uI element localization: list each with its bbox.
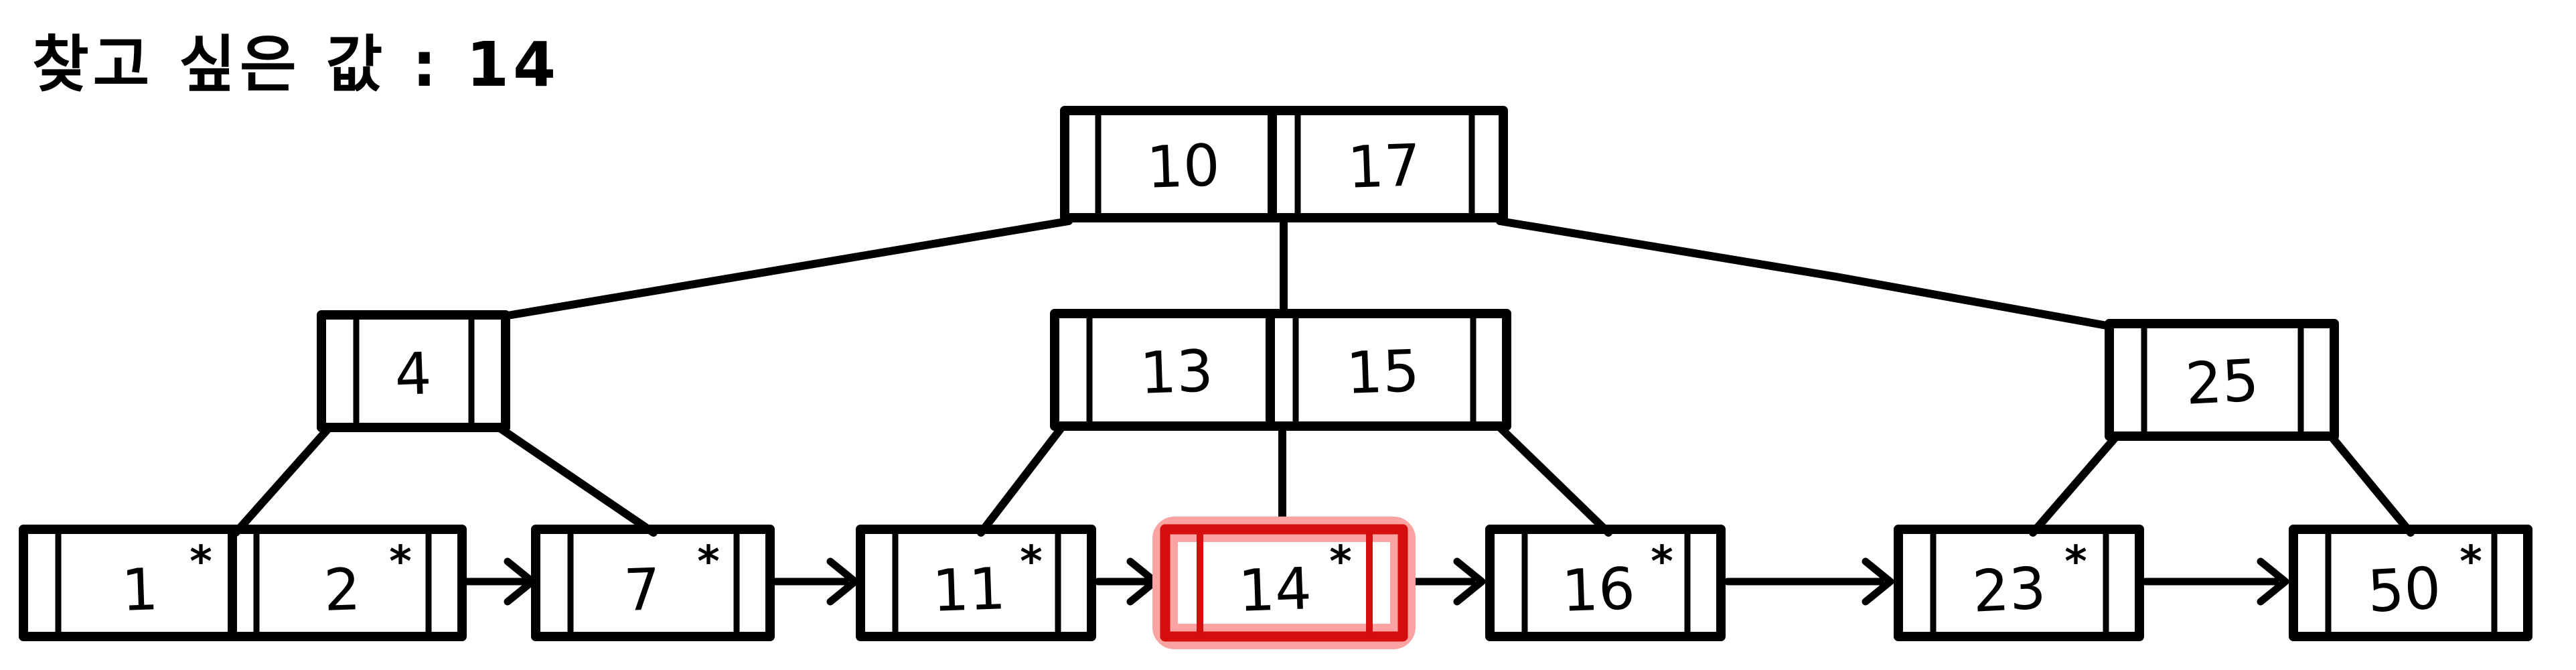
internal-middle-key-0: 13	[1139, 338, 1215, 407]
internal-right-border	[2105, 319, 2339, 441]
root-node-border	[1060, 106, 1508, 222]
leaf-key-7: 7	[623, 556, 662, 624]
title-text: 찾고 싶은 값 : 14	[32, 29, 560, 100]
leaf-node-1-2: 1 * 2 *	[19, 525, 467, 641]
leaf-key-16: 16	[1561, 555, 1637, 625]
leaf-16-border	[1485, 525, 1726, 641]
internal-left-key-0: 4	[394, 340, 433, 409]
record-pointer-star-50: *	[2459, 537, 2482, 587]
leaf-23-border	[1894, 525, 2144, 641]
edge-left-child-to-leaf-1-2	[232, 425, 332, 537]
leaf-key-50: 50	[2366, 555, 2443, 626]
record-pointer-star-14: *	[1329, 537, 1351, 587]
edge-root-to-right-child	[1496, 217, 2115, 330]
leaf-node-14-highlighted: 14 *	[1152, 517, 1416, 649]
record-pointer-star-1: *	[190, 537, 212, 587]
leaf-14-highlight-border	[1160, 524, 1408, 642]
record-pointer-star-23: *	[2064, 537, 2087, 587]
leaf-key-2: 2	[323, 556, 362, 624]
leaf-11-border	[856, 525, 1096, 641]
root-key-0: 10	[1146, 132, 1221, 202]
leaf-50-border	[2289, 525, 2532, 641]
edge-middle-child-to-leaf-16	[1497, 425, 1612, 537]
internal-right-key-0: 25	[2184, 347, 2261, 418]
edge-right-child-to-leaf-50	[2328, 433, 2415, 537]
leaf-1-2-border	[19, 525, 467, 641]
leaf-key-11: 11	[931, 555, 1007, 625]
leaf-7-border	[531, 525, 775, 641]
internal-middle-key-1: 15	[1345, 338, 1421, 407]
leaf-key-1: 1	[121, 556, 159, 624]
edge-left-child-to-leaf-7	[497, 425, 658, 537]
leaf-key-23: 23	[1971, 555, 2048, 626]
leaf-link-arrowhead-4	[1453, 557, 1486, 606]
internal-node-middle: 13 15	[1050, 309, 1511, 431]
edge-middle-child-to-leaf-11	[977, 425, 1065, 537]
internal-node-right: 25	[2105, 319, 2339, 441]
internal-node-left: 4	[317, 310, 510, 432]
leaf-node-7: 7 *	[531, 525, 775, 641]
record-pointer-star-16: *	[1651, 537, 1673, 587]
record-pointer-star-7: *	[697, 537, 719, 587]
record-pointer-star-11: *	[1020, 537, 1042, 587]
leaf-node-23: 23 *	[1894, 525, 2144, 641]
root-key-1: 17	[1347, 132, 1422, 202]
record-pointer-star-2: *	[389, 537, 411, 587]
root-node: 10 17	[1060, 106, 1508, 222]
leaf-node-50: 50 *	[2289, 525, 2532, 641]
edge-root-to-left-child	[500, 217, 1073, 320]
edge-right-child-to-leaf-23	[2029, 433, 2120, 537]
internal-middle-border	[1050, 309, 1511, 431]
leaf-link-arrowhead-6	[2257, 557, 2289, 606]
leaf-node-16: 16 *	[1485, 525, 1726, 641]
internal-left-border	[317, 310, 510, 432]
leaf-node-11: 11 *	[856, 525, 1096, 641]
leaf-link-arrowhead-5	[1862, 557, 1894, 606]
leaf-key-14: 14	[1237, 555, 1313, 625]
leaf-link-arrowhead-2	[826, 557, 859, 606]
